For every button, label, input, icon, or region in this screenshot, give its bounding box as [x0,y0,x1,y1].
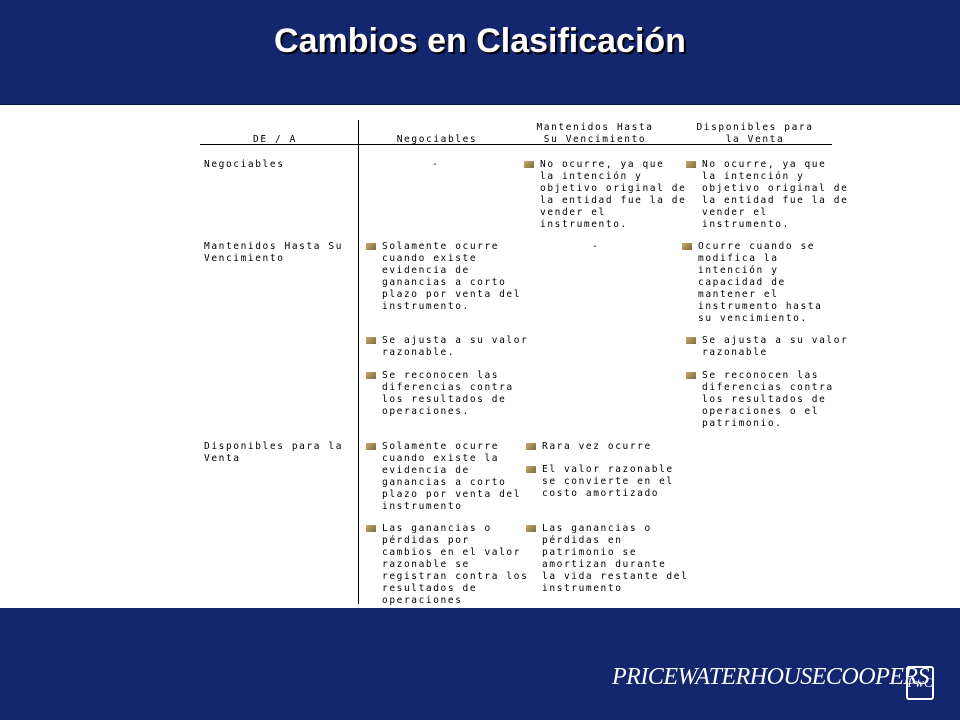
bullet-item: El valor razonable se convierte en el co… [526,464,674,500]
bullet-item: No ocurre, ya que la intención y objetiv… [524,159,686,231]
bullet-icon [524,161,534,168]
cell-dash: - [592,241,600,252]
bullet-icon [366,243,376,250]
bullet-icon [366,525,376,532]
bullet-icon [686,161,696,168]
header-de-a: DE / A [253,134,297,145]
bullet-icon [366,443,376,450]
slide-title: Cambios en Clasificación [274,22,686,60]
bullet-item: Las ganancias o pérdidas en patrimonio s… [526,523,688,595]
row-label-mantenidos: Mantenidos Hasta Su Vencimiento [204,241,344,264]
bullet-item: Se reconocen las diferencias contra los … [366,370,514,418]
bullet-icon [686,372,696,379]
bullet-icon [366,337,376,344]
column-divider [358,120,359,604]
bullet-item: Ocurre cuando se modifica la intención y… [682,241,822,325]
bullet-item: Solamente ocurre cuando existe la eviden… [366,441,521,513]
row-label-disponibles: Disponibles para la Venta [204,441,344,464]
bullet-icon [682,243,692,250]
cell-dash: - [432,159,440,170]
bullet-item: Se ajusta a su valor razonable. [366,335,528,359]
header-mantenidos: Mantenidos Hasta Su Vencimiento [536,122,654,145]
bullet-item: Se ajusta a su valor razonable [686,335,848,359]
pwc-mark-icon: PwC [906,666,934,700]
header-negociables: Negociables [396,134,478,145]
bullet-icon [686,337,696,344]
bullet-item: Solamente ocurre cuando existe evidencia… [366,241,521,313]
bullet-item: Se reconocen las diferencias contra los … [686,370,834,430]
header-divider [200,144,832,145]
slide-header: Cambios en Clasificación [0,0,960,105]
row-label-negociables: Negociables [204,159,285,170]
bullet-icon [526,443,536,450]
header-disponibles: Disponibles para la Venta [696,122,814,145]
bullet-icon [526,525,536,532]
pwc-logo: PRICEWATERHOUSECOOPERS [612,664,930,690]
bullet-item: No ocurre, ya que la intención y objetiv… [686,159,848,231]
bullet-icon [366,372,376,379]
bullet-icon [526,466,536,473]
bullet-item: Las ganancias o pérdidas por cambios en … [366,523,528,607]
slide-footer [0,608,960,720]
bullet-item: Rara vez ocurre [526,441,652,453]
